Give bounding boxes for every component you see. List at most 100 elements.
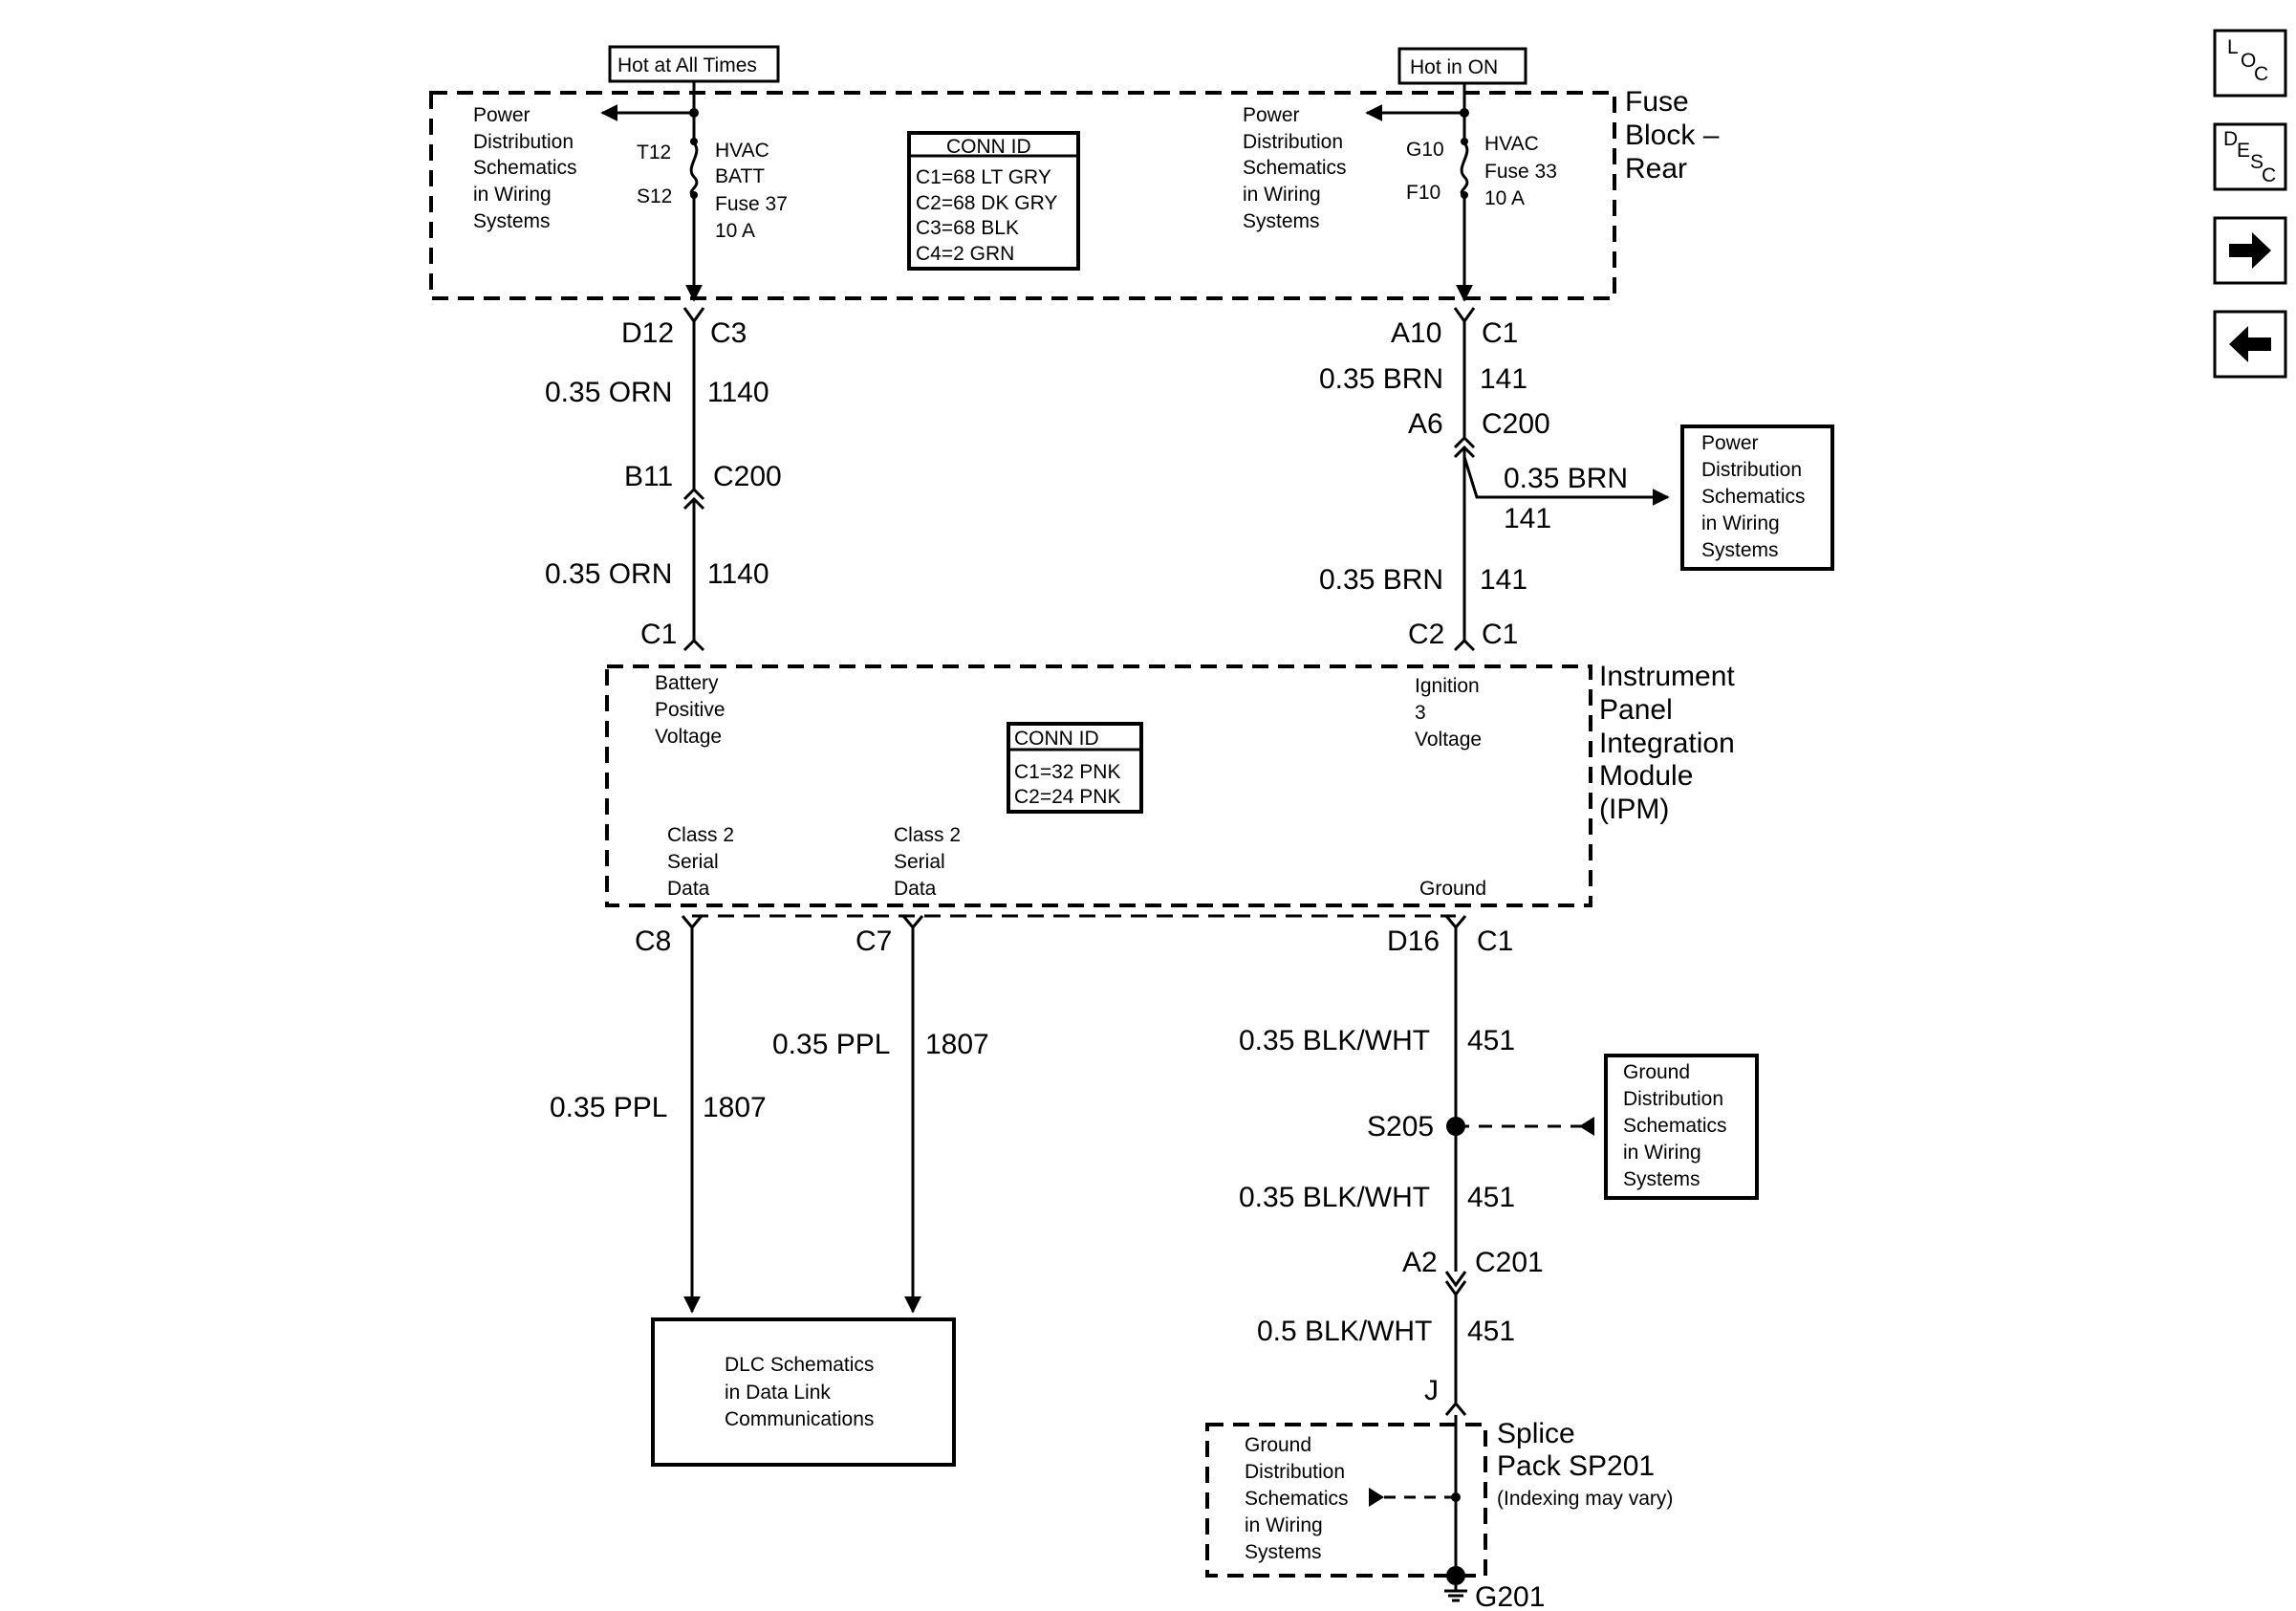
- prev-page-button[interactable]: [2213, 310, 2287, 379]
- fuse-block-conn-id: CONN ID C1=68 LT GRY C2=68 DK GRY C3=68 …: [907, 131, 1080, 271]
- svg-text:Splice: Splice: [1497, 1418, 1575, 1449]
- fuse-block-title: Fuse Block – Rear: [1625, 86, 1720, 185]
- svg-text:(Indexing may vary): (Indexing may vary): [1497, 1488, 1673, 1510]
- ipm-ground-label: Ground: [1419, 878, 1486, 900]
- svg-text:C1=32 PNK: C1=32 PNK: [1014, 761, 1120, 783]
- svg-text:Battery: Battery: [655, 672, 719, 694]
- svg-text:Instrument: Instrument: [1599, 661, 1735, 692]
- right-circuit-141: A10 C1 0.35 BRN 141 A6 C200 0.35 BRN 141…: [1319, 307, 1670, 652]
- svg-text:C2=24 PNK: C2=24 PNK: [1014, 786, 1120, 808]
- svg-text:Distribution: Distribution: [473, 131, 574, 153]
- svg-text:C7: C7: [856, 925, 892, 957]
- ipm-serial-data-2-label: Class 2 Serial Data: [894, 824, 961, 900]
- left-power-distribution-ref: Power Distribution Schematics in Wiring …: [473, 104, 577, 232]
- svg-text:C1: C1: [1482, 317, 1518, 349]
- ipm-ignition-label: Ignition 3 Voltage: [1415, 675, 1482, 751]
- svg-text:Data: Data: [667, 878, 710, 900]
- svg-text:Integration: Integration: [1599, 728, 1735, 759]
- loc-button[interactable]: L O C: [2213, 29, 2287, 98]
- svg-text:C1: C1: [1482, 619, 1518, 650]
- svg-text:Distribution: Distribution: [1243, 131, 1343, 153]
- splice-pack-outline: [1205, 1423, 1487, 1578]
- svg-text:S: S: [2250, 151, 2264, 173]
- svg-text:0.35 BRN: 0.35 BRN: [1319, 363, 1443, 395]
- svg-text:Fuse: Fuse: [1625, 86, 1689, 118]
- svg-text:Pack SP201: Pack SP201: [1497, 1450, 1655, 1482]
- svg-text:S205: S205: [1367, 1111, 1434, 1143]
- svg-text:0.5 BLK/WHT: 0.5 BLK/WHT: [1257, 1316, 1432, 1347]
- ipm-serial-data-1-label: Class 2 Serial Data: [667, 824, 734, 900]
- svg-text:in Wiring: in Wiring: [473, 184, 552, 206]
- svg-text:Systems: Systems: [1623, 1168, 1700, 1190]
- hot-at-all-times-label: Hot at All Times: [617, 54, 757, 76]
- svg-text:(IPM): (IPM): [1599, 794, 1669, 825]
- svg-text:Block –: Block –: [1625, 120, 1720, 151]
- left-circuit-1140: D12 C3 0.35 ORN 1140 B11 C200 0.35 ORN 1…: [545, 307, 782, 652]
- svg-text:C: C: [2254, 63, 2268, 85]
- svg-text:in Wiring: in Wiring: [1245, 1514, 1323, 1536]
- svg-text:in Wiring: in Wiring: [1623, 1142, 1701, 1164]
- svg-text:J: J: [1424, 1375, 1439, 1406]
- splice-pack-title: Splice Pack SP201 (Indexing may vary): [1497, 1418, 1673, 1510]
- svg-text:Distribution: Distribution: [1245, 1461, 1345, 1483]
- svg-text:Rear: Rear: [1625, 153, 1687, 185]
- svg-text:A6: A6: [1408, 408, 1443, 440]
- svg-text:Power: Power: [1243, 104, 1300, 126]
- svg-text:HVAC: HVAC: [715, 140, 769, 162]
- svg-text:1807: 1807: [925, 1029, 989, 1060]
- svg-text:C1: C1: [1477, 925, 1513, 957]
- svg-text:C2: C2: [1408, 619, 1444, 650]
- svg-text:141: 141: [1480, 564, 1527, 596]
- svg-text:C1: C1: [640, 619, 677, 650]
- svg-text:D16: D16: [1387, 925, 1440, 957]
- svg-text:C3: C3: [710, 317, 747, 349]
- svg-text:D: D: [2223, 128, 2238, 150]
- desc-button[interactable]: D E S C: [2213, 122, 2287, 191]
- svg-text:C: C: [2262, 164, 2276, 186]
- svg-text:in Wiring: in Wiring: [1701, 512, 1780, 534]
- svg-text:C8: C8: [635, 925, 671, 957]
- svg-text:Positive: Positive: [655, 699, 726, 721]
- svg-text:in Wiring: in Wiring: [1243, 184, 1321, 206]
- svg-text:0.35 BLK/WHT: 0.35 BLK/WHT: [1239, 1025, 1430, 1056]
- svg-text:1807: 1807: [703, 1092, 767, 1123]
- svg-text:G201: G201: [1475, 1581, 1545, 1611]
- svg-text:Class 2: Class 2: [894, 824, 961, 846]
- next-page-button[interactable]: [2213, 216, 2287, 285]
- svg-text:C2=68 DK GRY: C2=68 DK GRY: [916, 192, 1057, 214]
- svg-text:HVAC: HVAC: [1484, 133, 1539, 155]
- svg-text:Communications: Communications: [725, 1408, 874, 1430]
- svg-text:C3=68 BLK: C3=68 BLK: [916, 217, 1019, 239]
- svg-text:Fuse 33: Fuse 33: [1484, 161, 1557, 183]
- svg-text:141: 141: [1480, 363, 1527, 395]
- serial-data-wire-c8: C8 0.35 PPL 1807: [550, 915, 767, 1314]
- ipm-battery-label: Battery Positive Voltage: [655, 672, 726, 748]
- svg-text:C1=68 LT GRY: C1=68 LT GRY: [916, 166, 1051, 188]
- svg-text:10 A: 10 A: [715, 220, 755, 242]
- svg-text:F10: F10: [1406, 182, 1440, 204]
- hot-in-on-label: Hot in ON: [1410, 56, 1498, 78]
- ipm-conn-id: CONN ID C1=32 PNK C2=24 PNK: [1007, 722, 1143, 814]
- svg-text:0.35 ORN: 0.35 ORN: [545, 558, 672, 590]
- svg-text:3: 3: [1415, 702, 1426, 724]
- svg-text:G10: G10: [1406, 139, 1444, 161]
- svg-text:Voltage: Voltage: [655, 726, 722, 748]
- svg-text:C200: C200: [1482, 408, 1550, 440]
- svg-text:DLC Schematics: DLC Schematics: [725, 1354, 874, 1376]
- dlc-schematics-ref: DLC Schematics in Data Link Communicatio…: [651, 1317, 956, 1467]
- serial-data-wire-c7: C7 0.35 PPL 1807: [772, 915, 989, 1314]
- svg-text:B11: B11: [624, 461, 673, 492]
- svg-text:0.35 ORN: 0.35 ORN: [545, 377, 672, 408]
- svg-text:D12: D12: [621, 317, 674, 349]
- svg-text:Serial: Serial: [667, 851, 719, 873]
- svg-text:Voltage: Voltage: [1415, 729, 1482, 751]
- branch-power-distribution-ref: Power Distribution Schematics in Wiring …: [1680, 425, 1834, 571]
- arrow-left-icon: [2229, 326, 2271, 362]
- svg-text:E: E: [2237, 140, 2250, 162]
- svg-text:Ground: Ground: [1623, 1061, 1690, 1083]
- svg-text:Schematics: Schematics: [1623, 1115, 1727, 1137]
- svg-text:0.35 PPL: 0.35 PPL: [772, 1029, 890, 1060]
- svg-text:CONN ID: CONN ID: [946, 136, 1031, 158]
- svg-text:Systems: Systems: [1243, 210, 1320, 232]
- svg-text:Power: Power: [1701, 432, 1759, 454]
